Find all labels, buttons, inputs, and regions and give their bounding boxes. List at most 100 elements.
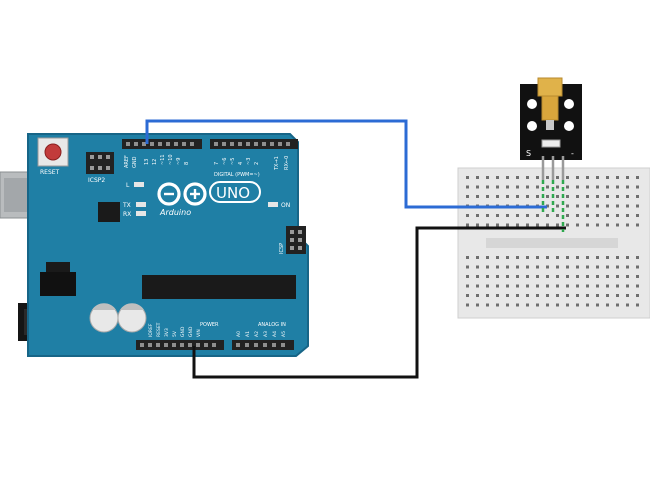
pin-label-11: ~11 (160, 154, 166, 165)
breadboard-hole (626, 256, 629, 259)
breadboard-hole (576, 185, 579, 189)
power-pin-reset: RESET (156, 322, 162, 337)
breadboard-hole (606, 303, 609, 307)
led-tx (136, 202, 146, 207)
breadboard-hole (566, 303, 569, 307)
breadboard-hole (506, 275, 509, 278)
signal-wire-path (145, 119, 547, 209)
breadboard-hole (556, 275, 559, 278)
reset-label: RESET (40, 169, 60, 176)
breadboard-hole (586, 265, 589, 269)
breadboard-hole (566, 204, 569, 208)
breadboard-hole (516, 185, 519, 189)
breadboard-hole (496, 303, 499, 307)
breadboard-hole (486, 275, 489, 278)
breadboard-hole (496, 223, 499, 227)
analog-pin-a1: A1 (245, 331, 251, 337)
breadboard-hole (526, 176, 529, 179)
board-pcb (27, 133, 309, 357)
breadboard-hole (516, 303, 519, 307)
breadboard-hole (516, 195, 519, 198)
breadboard-hole (546, 256, 549, 259)
breadboard-hole (566, 185, 569, 189)
breadboard-hole (496, 294, 499, 297)
breadboard-hole (536, 256, 539, 259)
breadboard-hole (626, 303, 629, 307)
pin-label-3: ~3 (246, 158, 252, 165)
breadboard-hole (546, 265, 549, 269)
breadboard-hole (626, 294, 629, 297)
breadboard-hole (596, 195, 599, 198)
signal-wire (145, 119, 547, 209)
capacitor-1 (89, 303, 119, 333)
digital-header-label: DIGITAL (PWM=~) (214, 172, 260, 178)
breadboard-hole (606, 294, 609, 297)
breadboard-hole (486, 176, 489, 179)
module-pin-s-label: S (526, 149, 531, 158)
breadboard-hole (566, 275, 569, 278)
breadboard-hole (526, 294, 529, 297)
breadboard-hole (506, 195, 509, 198)
led-l-label: L (126, 182, 130, 189)
breadboard-hole (606, 214, 609, 217)
voltage-regulator-tab (46, 262, 70, 272)
breadboard-hole (576, 176, 579, 179)
breadboard-hole (476, 223, 479, 227)
breadboard-hole (496, 176, 499, 179)
uno-label: UNO (216, 184, 250, 202)
breadboard-hole (486, 195, 489, 198)
breadboard-hole (486, 303, 489, 307)
breadboard-hole (536, 185, 539, 189)
reset-button[interactable] (44, 143, 62, 161)
breadboard-hole (546, 176, 549, 179)
icsp-header (286, 226, 306, 254)
breadboard-hole (476, 195, 479, 198)
breadboard-hole (546, 275, 549, 278)
arduino-uno-board: RESET ICSP2 AREF (0, 133, 309, 357)
breadboard-hole (576, 204, 579, 208)
breadboard-hole (516, 223, 519, 227)
breadboard-hole (556, 303, 559, 307)
power-pin-5v: 5V (172, 330, 178, 337)
power-pin-ioref: IOREF (148, 323, 154, 337)
voltage-regulator (40, 272, 76, 296)
breadboard-hole (616, 284, 619, 288)
breadboard-hole (626, 284, 629, 288)
breadboard-hole (486, 214, 489, 217)
breadboard-hole (516, 256, 519, 259)
pin-label-7: 7 (214, 162, 220, 165)
breadboard-hole (506, 256, 509, 259)
breadboard-hole (526, 195, 529, 198)
breadboard-hole (596, 265, 599, 269)
breadboard-hole (596, 303, 599, 307)
breadboard-hole (476, 185, 479, 189)
arduino-wordmark: Arduino (159, 208, 191, 217)
breadboard-hole (626, 214, 629, 217)
breadboard-hole (496, 256, 499, 259)
on-label: ON (281, 202, 290, 209)
capacitor-2 (117, 303, 147, 333)
pin-label-0: RX←0 (284, 156, 290, 170)
breadboard-hole (466, 284, 469, 288)
power-pin-3v3: 3V3 (164, 328, 170, 337)
breadboard-hole (556, 284, 559, 288)
module-mount-hole (527, 121, 537, 131)
breadboard-hole (546, 303, 549, 307)
breadboard-hole (616, 195, 619, 198)
status-leds: L TX RX (122, 182, 146, 218)
breadboard-hole (496, 185, 499, 189)
pin-label-6: ~6 (222, 158, 228, 165)
breadboard-hole (506, 214, 509, 217)
pin-label-1: TX→1 (274, 156, 280, 171)
breadboard-hole (546, 204, 549, 208)
breadboard-hole (596, 284, 599, 288)
breadboard-hole (626, 275, 629, 278)
breadboard-hole (636, 223, 639, 227)
breadboard-hole (516, 214, 519, 217)
breadboard-hole (496, 265, 499, 269)
analog-pin-a3: A3 (263, 331, 269, 337)
breadboard-hole (466, 303, 469, 307)
ground-wire-path (192, 226, 566, 379)
breadboard-hole (606, 204, 609, 208)
analog-header-label: ANALOG IN (258, 322, 286, 328)
